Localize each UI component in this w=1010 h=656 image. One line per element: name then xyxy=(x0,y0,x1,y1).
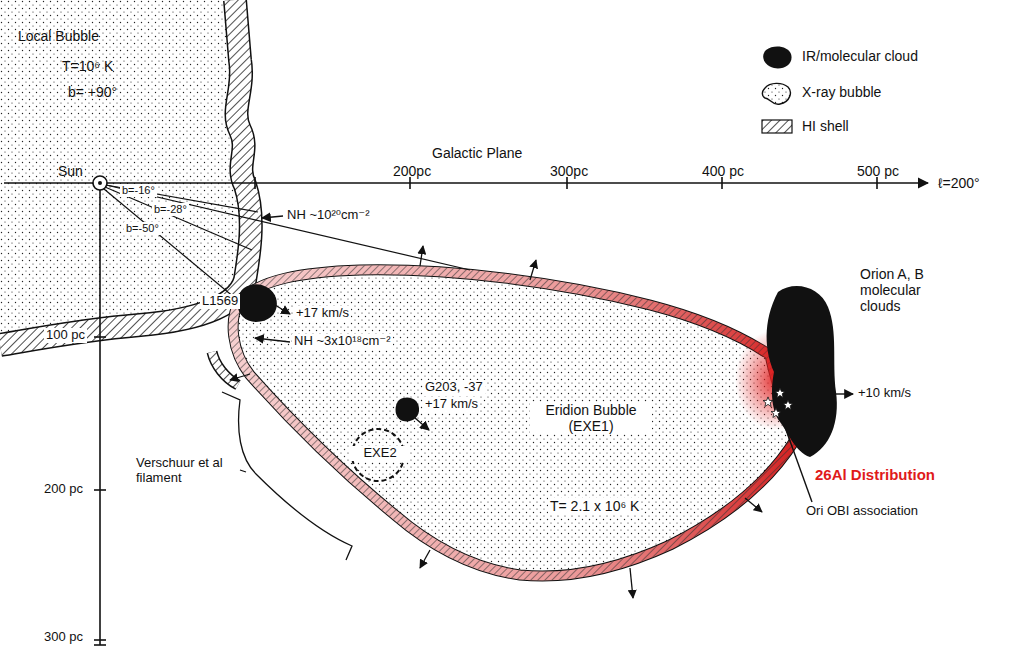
filament-label: Verschuur et al filament xyxy=(136,456,236,486)
node-text: G203, -37 xyxy=(423,380,485,395)
association-label: Ori OBI association xyxy=(806,504,918,519)
sight-lines xyxy=(104,185,470,298)
velocity-arrow xyxy=(415,418,429,430)
region-label: Local BubbleT=10⁶ K b= +90° xyxy=(0,0,225,330)
star-symbol xyxy=(763,397,773,407)
axes xyxy=(4,177,928,645)
legend-item: X-ray bubble xyxy=(760,80,980,106)
legend-swatch xyxy=(760,114,794,140)
sun-symbol xyxy=(93,176,107,190)
legend-item: IR/molecular cloud xyxy=(760,44,980,70)
latitude-label: b=-50° xyxy=(124,222,161,235)
molecular-cloud: G203, -37 +17 km/s xyxy=(393,380,488,435)
molecular-cloud: L1569 xyxy=(200,280,280,325)
distance-tick: 500 pc xyxy=(857,163,899,179)
legend-sample xyxy=(762,120,792,133)
node-text: b= +90° xyxy=(68,84,117,100)
latitude-label: b=-16° xyxy=(120,184,157,197)
node-text: T=10⁶ K xyxy=(62,58,113,74)
velocity-label: +10 km/s xyxy=(858,386,911,401)
node-text: Orion A, B molecular clouds xyxy=(860,266,964,314)
node-text: EXE2 xyxy=(350,446,410,461)
sun-label: Sun xyxy=(58,163,83,179)
column-density: NH ~3x10¹⁸cm⁻² xyxy=(292,334,393,349)
x-ray-bubble: EXE2 xyxy=(350,427,412,483)
node-text: T= 2.1 x 10⁶ K xyxy=(548,498,641,514)
distance-tick: 300pc xyxy=(550,163,588,179)
local-bubble-region xyxy=(0,0,251,345)
axis-title: Galactic Plane xyxy=(432,145,522,161)
velocity-label: +17 km/s xyxy=(294,306,351,321)
node-text: +17 km/s xyxy=(423,397,480,412)
cloud-blob xyxy=(767,286,837,457)
star-symbol xyxy=(783,400,793,410)
al26-label: 26Al Distribution xyxy=(815,466,935,483)
legend-sample xyxy=(762,83,790,104)
hi-shell xyxy=(0,0,251,385)
cloud-blob xyxy=(238,284,277,322)
distance-tick: 200pc xyxy=(393,163,431,179)
column-density: NH ~10²⁰cm⁻² xyxy=(285,208,372,223)
latitude-label: b=-28° xyxy=(152,203,189,216)
distance-tick: 100 pc xyxy=(44,328,87,343)
legend-text: HI shell xyxy=(802,118,849,134)
legend-item: HI shell xyxy=(760,114,980,140)
filament-bracket xyxy=(222,392,352,560)
node-text: Eridion Bubble (EXE1) xyxy=(530,402,652,434)
distance-tick: 400 pc xyxy=(702,163,744,179)
legend-text: X-ray bubble xyxy=(802,84,881,100)
distance-tick: 300 pc xyxy=(44,630,83,645)
legend-sample xyxy=(763,47,791,69)
legend-text: IR/molecular cloud xyxy=(802,48,918,64)
star-symbol xyxy=(771,408,781,418)
node-shape xyxy=(750,262,965,462)
longitude-label: ℓ=200° xyxy=(938,175,980,191)
expansion-arrows xyxy=(230,246,762,598)
star-symbol xyxy=(775,388,785,398)
pointer-arrows xyxy=(255,216,853,502)
eridion-shell xyxy=(233,270,795,576)
node-text: Local Bubble xyxy=(18,28,99,44)
legend-swatch xyxy=(760,80,794,106)
molecular-cloud: Orion A, B molecular clouds xyxy=(750,262,966,462)
node-text: L1569 xyxy=(200,294,240,309)
legend-swatch xyxy=(760,44,794,70)
distance-tick: 200 pc xyxy=(44,482,83,497)
node-shape xyxy=(0,0,225,330)
eridion-bubble-interior xyxy=(233,270,795,576)
